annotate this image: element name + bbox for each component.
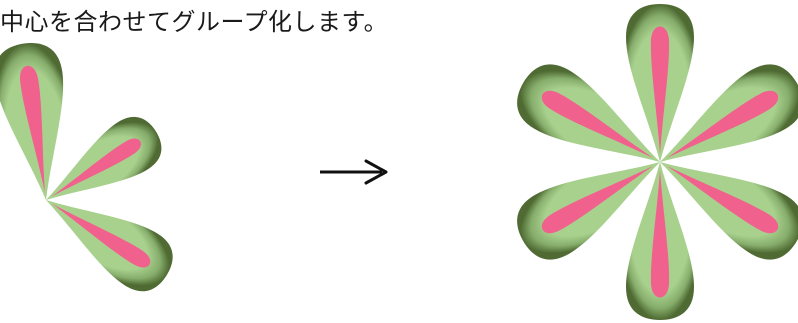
arrow-right-icon bbox=[320, 159, 388, 185]
flower-group bbox=[506, 4, 798, 320]
caption-text: 中心を合わせてグループ化します。 bbox=[0, 8, 389, 36]
left-petal-group bbox=[0, 38, 183, 302]
